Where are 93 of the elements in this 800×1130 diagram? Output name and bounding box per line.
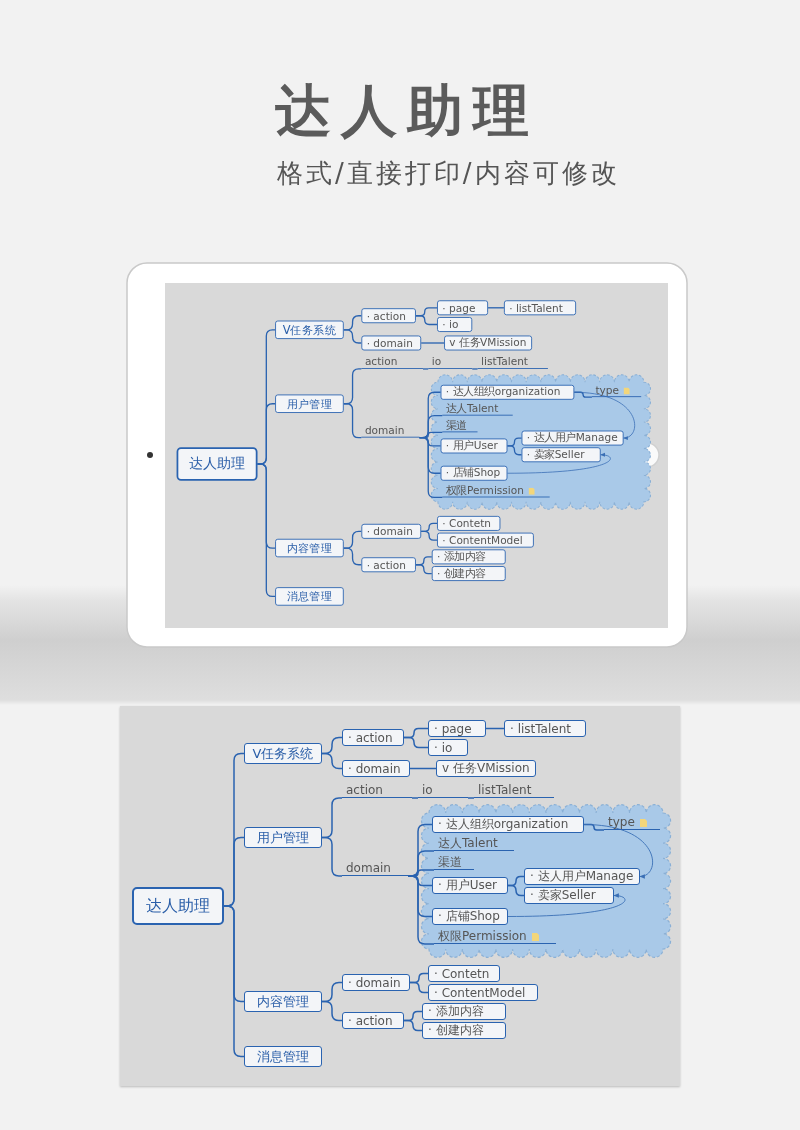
connector-line bbox=[415, 564, 433, 575]
topic-label: io bbox=[422, 784, 433, 797]
topic-box: · ContentModel bbox=[437, 532, 534, 548]
connector-line bbox=[321, 1000, 343, 1022]
main-topic-box: 用户管理 bbox=[275, 394, 344, 413]
connector-line bbox=[409, 767, 437, 770]
connector-line bbox=[343, 329, 363, 344]
topic-label: 达人Talent bbox=[445, 403, 499, 415]
central-topic-box: 达人助理 bbox=[176, 447, 258, 481]
connector-line bbox=[418, 436, 443, 499]
connector-line bbox=[321, 752, 343, 770]
topic-label: io bbox=[431, 356, 442, 369]
topic-box: · 卖家Seller bbox=[524, 887, 614, 904]
main-topic-box: 消息管理 bbox=[275, 587, 344, 606]
topic-label: 权限Permission bbox=[438, 930, 527, 943]
topic-box: · action bbox=[342, 729, 404, 746]
topic-box: · 达人组织organization bbox=[440, 384, 575, 400]
topic-box: · domain bbox=[361, 335, 422, 351]
topic-label: type bbox=[608, 816, 635, 829]
topic-label: domain bbox=[346, 862, 391, 875]
topic-box: · domain bbox=[342, 760, 410, 777]
topic-box: · 用户User bbox=[432, 877, 508, 894]
connector-line bbox=[403, 1019, 423, 1032]
topic-box: · domain bbox=[361, 523, 422, 539]
topic-label: 达人Talent bbox=[438, 837, 498, 850]
underlined-topic bbox=[342, 860, 408, 876]
underlined-topic bbox=[434, 928, 556, 944]
underlined-topic bbox=[342, 782, 412, 798]
connector-line bbox=[506, 445, 523, 456]
connector-line bbox=[415, 315, 438, 326]
topic-box: · 店铺Shop bbox=[440, 465, 508, 481]
underlined-topic bbox=[434, 835, 514, 851]
topic-box: · 卖家Seller bbox=[521, 447, 601, 463]
topic-box: · 达人用户Manage bbox=[524, 868, 640, 885]
topic-label: listTalent bbox=[478, 784, 532, 797]
connector-line bbox=[420, 342, 445, 344]
topic-box: · 达人用户Manage bbox=[521, 430, 624, 446]
connector-line bbox=[471, 368, 479, 370]
topic-box: · 添加内容 bbox=[431, 549, 506, 565]
topic-box: · action bbox=[361, 308, 416, 324]
topic-box: · Contetn bbox=[428, 965, 500, 982]
topic-box: · io bbox=[428, 739, 468, 756]
connector-line bbox=[407, 875, 435, 945]
topic-box: · 添加内容 bbox=[422, 1003, 506, 1020]
connector-line bbox=[403, 736, 429, 749]
connector-line bbox=[411, 797, 419, 799]
topic-box: · action bbox=[361, 557, 416, 573]
connector-line bbox=[409, 981, 429, 994]
topic-box: · 达人组织organization bbox=[432, 816, 584, 833]
topic-box: v 任务VMission bbox=[444, 335, 532, 351]
topic-box: · listTalent bbox=[504, 720, 586, 737]
connector-line bbox=[343, 547, 363, 566]
topic-box: · io bbox=[437, 317, 473, 332]
boundary-cloud bbox=[420, 804, 672, 958]
topic-box: · listTalent bbox=[503, 300, 577, 316]
topic-box: · page bbox=[428, 720, 486, 737]
main-topic-box: 用户管理 bbox=[244, 827, 322, 848]
topic-label: 渠道 bbox=[438, 856, 462, 869]
connector-line bbox=[507, 884, 525, 897]
main-topic-box: V任务系统 bbox=[275, 320, 344, 340]
underlined-topic bbox=[604, 814, 660, 830]
main-topic-box: 内容管理 bbox=[275, 538, 344, 558]
underlined-topic bbox=[418, 782, 468, 798]
topic-label: listTalent bbox=[481, 356, 528, 369]
connector-line bbox=[422, 368, 429, 370]
topic-label: action bbox=[346, 784, 383, 797]
topic-box: · page bbox=[437, 300, 489, 316]
topic-box: · 店铺Shop bbox=[432, 908, 508, 925]
central-topic-box: 达人助理 bbox=[132, 887, 224, 925]
main-topic-box: 内容管理 bbox=[244, 991, 322, 1012]
connector-line bbox=[467, 797, 475, 799]
main-topic-box: V任务系统 bbox=[244, 743, 322, 764]
boundary-cloud bbox=[430, 374, 652, 510]
topic-label: domain bbox=[364, 425, 405, 437]
topic-label: 权限Permission bbox=[445, 485, 524, 497]
underlined-topic bbox=[434, 854, 474, 870]
topic-box: · Contetn bbox=[437, 515, 501, 531]
topic-label: type bbox=[595, 384, 620, 397]
subtitle: 格式/直接打印/内容可修改 bbox=[277, 157, 620, 190]
topic-box: · 创建内容 bbox=[422, 1022, 506, 1039]
underlined-topic bbox=[474, 782, 554, 798]
topic-box: · ContentModel bbox=[428, 984, 538, 1001]
title: 达人助理 bbox=[275, 77, 539, 145]
topic-box: · 创建内容 bbox=[431, 566, 506, 582]
main-topic-box: 消息管理 bbox=[244, 1046, 322, 1067]
topic-box: · 用户User bbox=[440, 438, 508, 454]
connector-line bbox=[420, 530, 438, 541]
topic-box: · action bbox=[342, 1012, 404, 1029]
topic-label: 渠道 bbox=[445, 420, 467, 432]
topic-box: v 任务VMission bbox=[436, 760, 536, 777]
topic-box: · domain bbox=[342, 974, 410, 991]
connector-line bbox=[321, 836, 343, 877]
topic-label: action bbox=[364, 356, 398, 369]
